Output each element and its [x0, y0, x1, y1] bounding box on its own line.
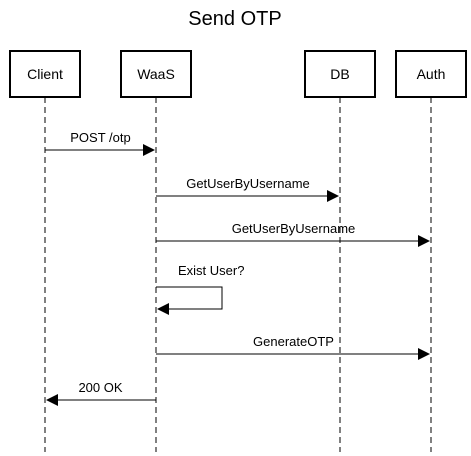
auth-label: Auth	[417, 66, 446, 82]
self-message-arrowhead	[157, 303, 169, 315]
diagram-title: Send OTP	[188, 8, 281, 30]
client-box	[9, 50, 81, 98]
message-arrowhead	[418, 235, 430, 247]
messages: POST /otpGetUserByUsernameGetUserByUsern…	[45, 130, 430, 406]
message-arrowhead	[143, 144, 155, 156]
participant-waas: WaaS	[120, 50, 192, 98]
participant-auth: Auth	[395, 50, 467, 98]
waas-label: WaaS	[137, 66, 175, 82]
client-label: Client	[27, 66, 63, 82]
message-label: POST /otp	[70, 130, 130, 145]
message-arrowhead	[327, 190, 339, 202]
message-5: GenerateOTP	[156, 334, 430, 360]
message-3: GetUserByUsername	[156, 221, 430, 247]
message-label: GetUserByUsername	[186, 176, 310, 191]
waas-box	[120, 50, 192, 98]
participant-client: Client	[9, 50, 81, 98]
self-message-line	[156, 286, 223, 310]
lifelines	[44, 97, 432, 452]
auth-box	[395, 50, 467, 98]
message-label: GenerateOTP	[253, 334, 334, 349]
message-2: GetUserByUsername	[156, 176, 339, 202]
message-label: GetUserByUsername	[232, 221, 356, 236]
participants: Client WaaS DB Auth	[9, 50, 467, 98]
message-6: 200 OK	[46, 380, 156, 406]
message-1: POST /otp	[45, 130, 155, 156]
participant-db: DB	[304, 50, 376, 98]
db-label: DB	[330, 66, 349, 82]
message-4: Exist User?	[156, 263, 244, 315]
message-label: Exist User?	[178, 263, 244, 278]
db-box	[304, 50, 376, 98]
message-arrowhead	[418, 348, 430, 360]
message-label: 200 OK	[78, 380, 122, 395]
message-arrowhead	[46, 394, 58, 406]
